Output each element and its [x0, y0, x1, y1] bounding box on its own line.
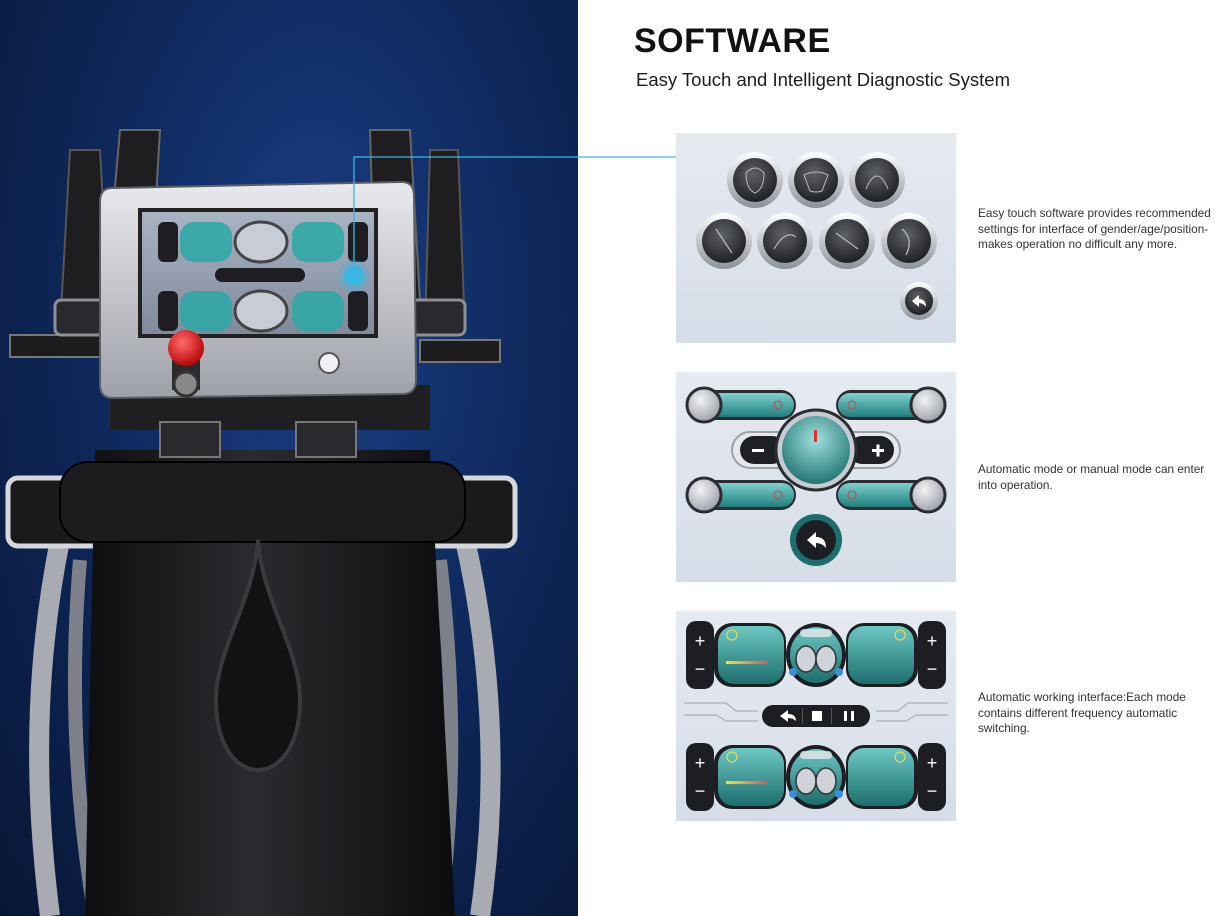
channel-intensity-panel — [714, 623, 786, 687]
channel-left-controls[interactable]: + − — [686, 743, 714, 811]
applicator-slot[interactable] — [685, 386, 796, 424]
minus-icon[interactable] — [740, 436, 786, 464]
body-part-button[interactable] — [881, 213, 937, 269]
channel-intensity-panel — [846, 623, 918, 687]
svg-text:−: − — [927, 781, 938, 801]
back-arrow-icon[interactable] — [780, 710, 796, 722]
applicator-slot[interactable] — [836, 386, 947, 424]
applicator-slot[interactable] — [836, 476, 947, 514]
svg-text:−: − — [695, 659, 706, 679]
plus-icon[interactable] — [848, 436, 894, 464]
intensity-dial[interactable] — [774, 408, 858, 492]
stop-icon[interactable] — [812, 711, 822, 721]
device-photo — [0, 0, 578, 916]
body-part-button[interactable] — [849, 152, 905, 208]
body-part-button[interactable] — [727, 152, 783, 208]
back-arrow-icon[interactable] — [790, 514, 842, 566]
channel-right-controls[interactable]: + − — [918, 621, 946, 689]
svg-text:+: + — [695, 631, 706, 651]
channel-intensity-panel — [714, 745, 786, 809]
body-part-button[interactable] — [788, 152, 844, 208]
svg-text:−: − — [927, 659, 938, 679]
body-part-button[interactable] — [696, 213, 752, 269]
feature-description: Automatic mode or manual mode can enter … — [978, 462, 1205, 492]
playback-controls — [762, 705, 870, 727]
screen-preview-mode-control — [676, 372, 956, 582]
svg-text:+: + — [927, 753, 938, 773]
feature-description: Easy touch software provides recommended… — [978, 206, 1211, 251]
applicator-status — [786, 623, 846, 687]
channel-intensity-panel — [846, 745, 918, 809]
channel-right-controls[interactable]: + − — [918, 743, 946, 811]
svg-text:−: − — [695, 781, 706, 801]
device-illustration — [5, 129, 518, 916]
screen-preview-automatic-working: + − + − — [676, 611, 956, 821]
svg-text:+: + — [695, 753, 706, 773]
page-subtitle: Easy Touch and Intelligent Diagnostic Sy… — [636, 69, 1010, 90]
body-part-button[interactable] — [757, 213, 813, 269]
back-arrow-icon[interactable] — [900, 282, 938, 320]
screen-preview-body-selection — [676, 133, 956, 343]
body-part-buttons — [696, 152, 937, 269]
body-part-button[interactable] — [819, 213, 875, 269]
page-title: SOFTWARE — [634, 22, 831, 60]
feature-description: Automatic working interface:Each mode co… — [978, 690, 1186, 735]
channel-left-controls[interactable]: + − — [686, 621, 714, 689]
applicator-slot[interactable] — [685, 476, 796, 514]
applicator-status — [786, 745, 846, 809]
pause-icon[interactable] — [844, 711, 854, 721]
svg-text:+: + — [927, 631, 938, 651]
